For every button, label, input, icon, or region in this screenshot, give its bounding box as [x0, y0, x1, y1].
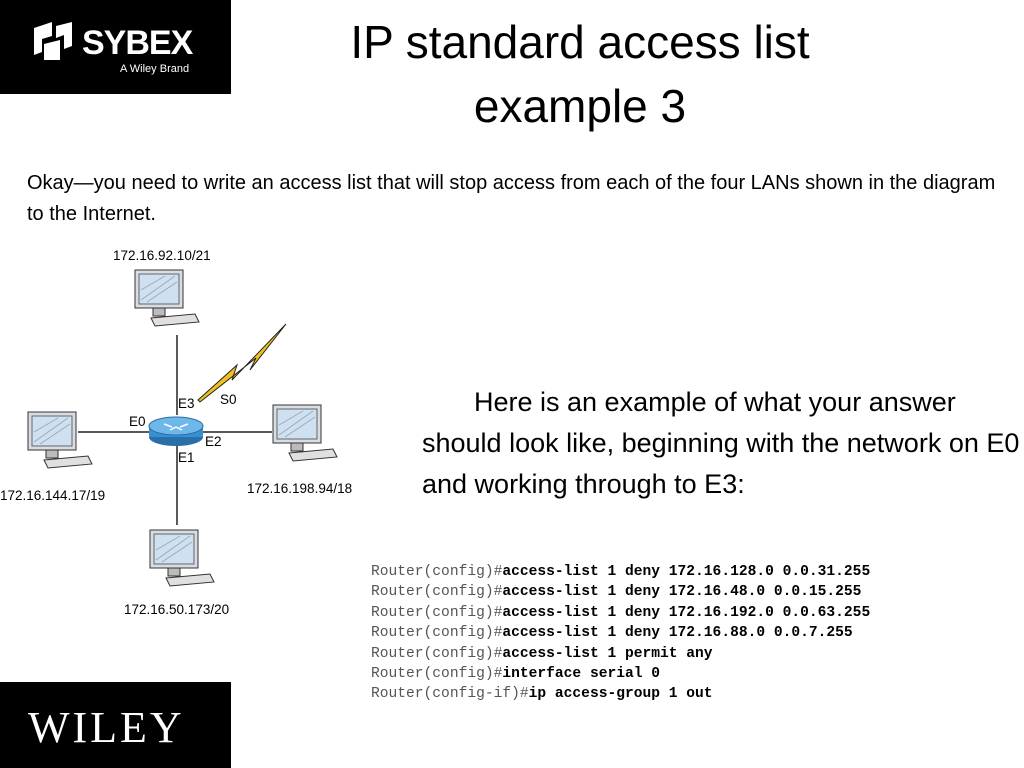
host-right-address: 172.16.198.94/18 — [247, 481, 353, 496]
cli-prompt: Router(config)# — [371, 625, 503, 642]
host-top-address: 172.16.92.10/21 — [113, 248, 211, 263]
interface-e1-label: E1 — [178, 450, 195, 465]
host-bottom-address: 172.16.50.173/20 — [124, 602, 230, 617]
cli-prompt: Router(config)# — [371, 666, 503, 683]
cli-prompt: Router(config)# — [371, 584, 503, 601]
network-diagram: 172.16.92.10/21 172.16.144.17/19 172.16.… — [0, 240, 370, 630]
cli-command: access-list 1 deny 172.16.192.0 0.0.63.2… — [502, 604, 871, 621]
interface-e3-label: E3 — [178, 396, 195, 411]
network-diagram-graphic — [27, 269, 338, 587]
intro-text: Okay—you need to write an access list th… — [27, 172, 996, 225]
pc-right-icon — [272, 404, 338, 462]
slide-title-line1: IP standard access list — [350, 16, 810, 68]
slide-title-line2: example 3 — [473, 80, 687, 132]
cli-prompt: Router(config)# — [371, 645, 503, 662]
cli-line: Router(config)#access-list 1 deny 172.16… — [371, 603, 870, 623]
pc-top-icon — [134, 269, 200, 327]
pc-bottom-icon — [149, 529, 215, 587]
wiley-wordmark: WILEY — [28, 703, 185, 752]
cli-command: ip access-group 1 out — [528, 686, 713, 703]
interface-s0-label: S0 — [220, 392, 237, 407]
router-icon — [148, 416, 204, 446]
interface-e0-label: E0 — [129, 414, 146, 429]
answer-text: Here is an example of what your answer s… — [422, 387, 1020, 499]
cli-line: Router(config)#access-list 1 deny 172.16… — [371, 623, 870, 643]
cli-line: Router(config)#access-list 1 deny 172.16… — [371, 562, 870, 582]
sybex-wordmark: SYBEX — [82, 24, 193, 62]
host-left-address: 172.16.144.17/19 — [0, 488, 106, 503]
cli-prompt: Router(config)# — [371, 564, 503, 580]
cli-command: access-list 1 deny 172.16.128.0 0.0.31.2… — [502, 564, 871, 580]
cli-prompt: Router(config)# — [371, 604, 503, 621]
cli-line: Router(config)#access-list 1 permit any — [371, 644, 870, 664]
sybex-logo: SYBEX A Wiley Brand — [0, 0, 231, 94]
cli-line: Router(config)#access-list 1 deny 172.16… — [371, 582, 870, 602]
cli-command: interface serial 0 — [502, 666, 661, 683]
cli-command: access-list 1 deny 172.16.88.0 0.0.7.255 — [502, 625, 853, 642]
wiley-logo: WILEY — [0, 682, 231, 768]
cli-line: Router(config)#interface serial 0 — [371, 664, 870, 684]
cli-line: Router(config-if)#ip access-group 1 out — [371, 684, 870, 704]
pc-left-icon — [27, 411, 93, 469]
sybex-cube-icon — [34, 22, 72, 60]
cli-command: access-list 1 permit any — [502, 645, 713, 662]
sybex-tagline: A Wiley Brand — [120, 63, 190, 75]
cli-command: access-list 1 deny 172.16.48.0 0.0.15.25… — [502, 584, 862, 601]
cli-commands: Router(config)#access-list 1 deny 172.16… — [371, 562, 870, 705]
slide-title: IP standard access list example 3 — [230, 10, 930, 138]
interface-e2-label: E2 — [205, 434, 222, 449]
lightning-serial-icon — [197, 323, 287, 403]
cli-prompt: Router(config-if)# — [371, 686, 529, 703]
